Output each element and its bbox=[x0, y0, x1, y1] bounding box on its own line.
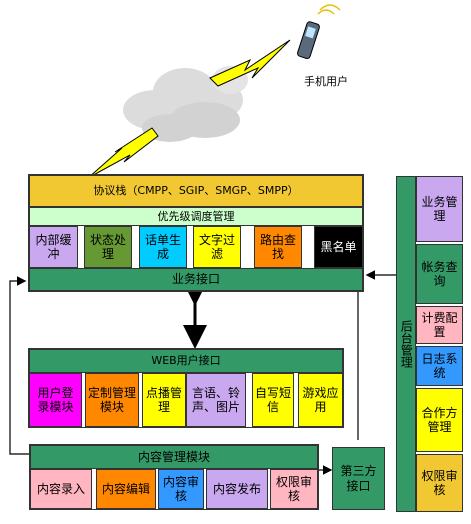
third-party-interface: 第三方接口 bbox=[332, 447, 385, 510]
module-custom-sms: 自写短信 bbox=[252, 373, 294, 427]
module-content-review: 内容审核 bbox=[158, 469, 204, 509]
module-permission-review: 权限审核 bbox=[270, 469, 318, 509]
module-status-processing: 状态处理 bbox=[84, 226, 132, 268]
protocol-stack-title: 协议栈（CMPP、SGIP、SMGP、SMPP） bbox=[29, 175, 363, 207]
module-content-entry: 内容录入 bbox=[30, 469, 92, 509]
module-log-system: 日志系统 bbox=[416, 346, 463, 386]
module-content-editing: 内容编辑 bbox=[96, 469, 156, 509]
business-interface: 业务接口 bbox=[29, 268, 363, 291]
module-user-login: 用户登录模块 bbox=[29, 373, 82, 427]
mobile-user-label: 手机用户 bbox=[304, 74, 348, 88]
module-business-management: 业务管理 bbox=[416, 176, 463, 242]
lightning-bolt-icon bbox=[87, 127, 159, 179]
priority-scheduling: 优先级调度管理 bbox=[29, 207, 363, 226]
module-content-publishing: 内容发布 bbox=[206, 469, 268, 509]
web-interface-title: WEB用户接口 bbox=[29, 349, 343, 373]
module-cdr-generation: 话单生成 bbox=[139, 226, 187, 268]
web-interface-frame bbox=[28, 348, 344, 428]
content-management-title: 内容管理模块 bbox=[30, 445, 318, 469]
module-game-application: 游戏应用 bbox=[298, 373, 343, 427]
backend-management-title: 后台管理 bbox=[396, 176, 416, 512]
mobile-phone-icon bbox=[297, 4, 341, 60]
lightning-bolt-icon bbox=[209, 39, 291, 87]
cloud-icon bbox=[123, 66, 248, 142]
module-text-filter: 文字过滤 bbox=[193, 226, 241, 268]
module-backend-permission-review: 权限审核 bbox=[416, 454, 463, 512]
module-internal-buffer: 内部缓冲 bbox=[29, 226, 78, 268]
module-partner-management: 合作方管理 bbox=[416, 388, 463, 452]
module-blacklist: 黑名单 bbox=[314, 226, 363, 268]
module-on-demand-management: 点播管理 bbox=[142, 373, 186, 427]
module-billing-config: 计费配置 bbox=[416, 306, 463, 344]
module-subscription-management: 定制管理模块 bbox=[85, 373, 139, 427]
content-management-frame bbox=[29, 444, 319, 510]
module-account-query: 帐务查询 bbox=[416, 244, 463, 304]
module-voice-ringtone-image: 言语、铃声、图片 bbox=[186, 373, 246, 427]
protocol-stack-frame bbox=[28, 174, 364, 292]
module-route-lookup: 路由查找 bbox=[254, 226, 302, 268]
